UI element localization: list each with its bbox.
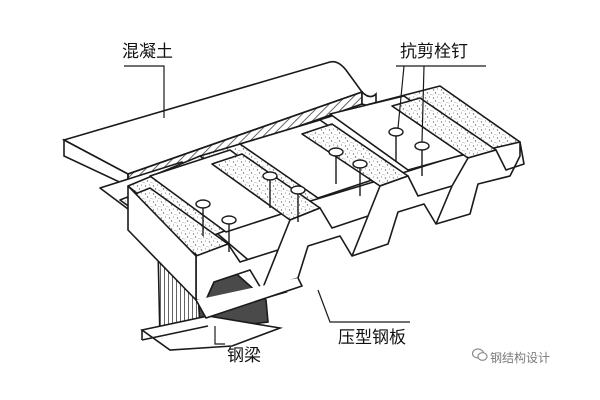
leader-concrete — [124, 65, 165, 118]
shear-stud — [388, 127, 404, 162]
label-concrete: 混凝土 — [122, 42, 173, 62]
shear-stud — [262, 171, 278, 208]
watermark-text: 钢结构设计 — [490, 351, 551, 365]
shear-stud — [290, 185, 306, 222]
leader-studs-a — [397, 65, 405, 129]
label-steel-beam: 钢梁 — [227, 346, 261, 366]
shear-stud — [221, 215, 237, 252]
wechat-logo-icon — [472, 348, 488, 361]
leader-lines — [124, 65, 486, 345]
shear-stud — [195, 199, 211, 236]
shear-stud — [352, 159, 368, 196]
leader-studs-b — [421, 65, 425, 143]
label-shear-studs: 抗剪栓钉 — [400, 42, 468, 62]
shear-studs — [195, 127, 430, 252]
shear-stud — [328, 147, 344, 184]
leader-beam — [214, 326, 225, 345]
profiled-steel-deck — [99, 85, 525, 319]
leader-deck — [317, 289, 410, 323]
label-profiled-deck: 压型钢板 — [338, 328, 406, 348]
